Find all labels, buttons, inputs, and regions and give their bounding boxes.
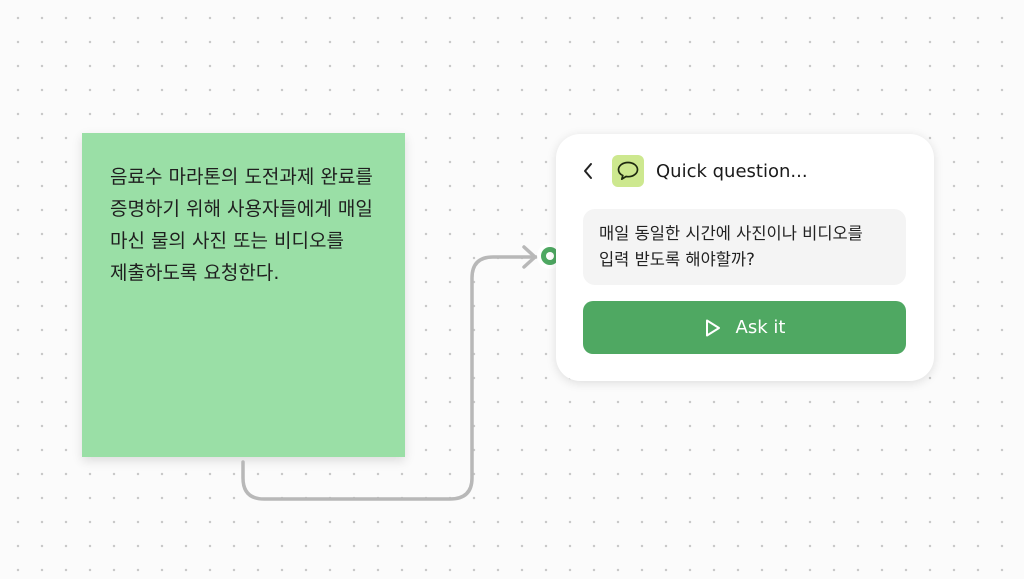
sticky-note[interactable]: 음료수 마라톤의 도전과제 완료를 증명하기 위해 사용자들에게 매일 마신 물… (82, 133, 405, 457)
chevron-left-icon (584, 163, 592, 179)
sticky-note-text: 음료수 마라톤의 도전과제 완료를 증명하기 위해 사용자들에게 매일 마신 물… (110, 166, 373, 284)
speech-bubble-icon (612, 155, 644, 187)
connector-handle[interactable] (541, 247, 559, 265)
arrow-head-icon (522, 245, 537, 269)
card-title: Quick question... (656, 160, 808, 182)
question-text: 매일 동일한 시간에 사진이나 비디오를 입력 받도록 해야할까? (583, 209, 906, 285)
ask-it-button[interactable]: Ask it (583, 301, 906, 354)
ask-it-label: Ask it (735, 317, 786, 338)
card-header: Quick question... (578, 154, 808, 188)
play-icon (704, 318, 724, 338)
quick-question-card: Quick question... 매일 동일한 시간에 사진이나 비디오를 입… (556, 134, 934, 381)
back-button[interactable] (578, 159, 598, 183)
